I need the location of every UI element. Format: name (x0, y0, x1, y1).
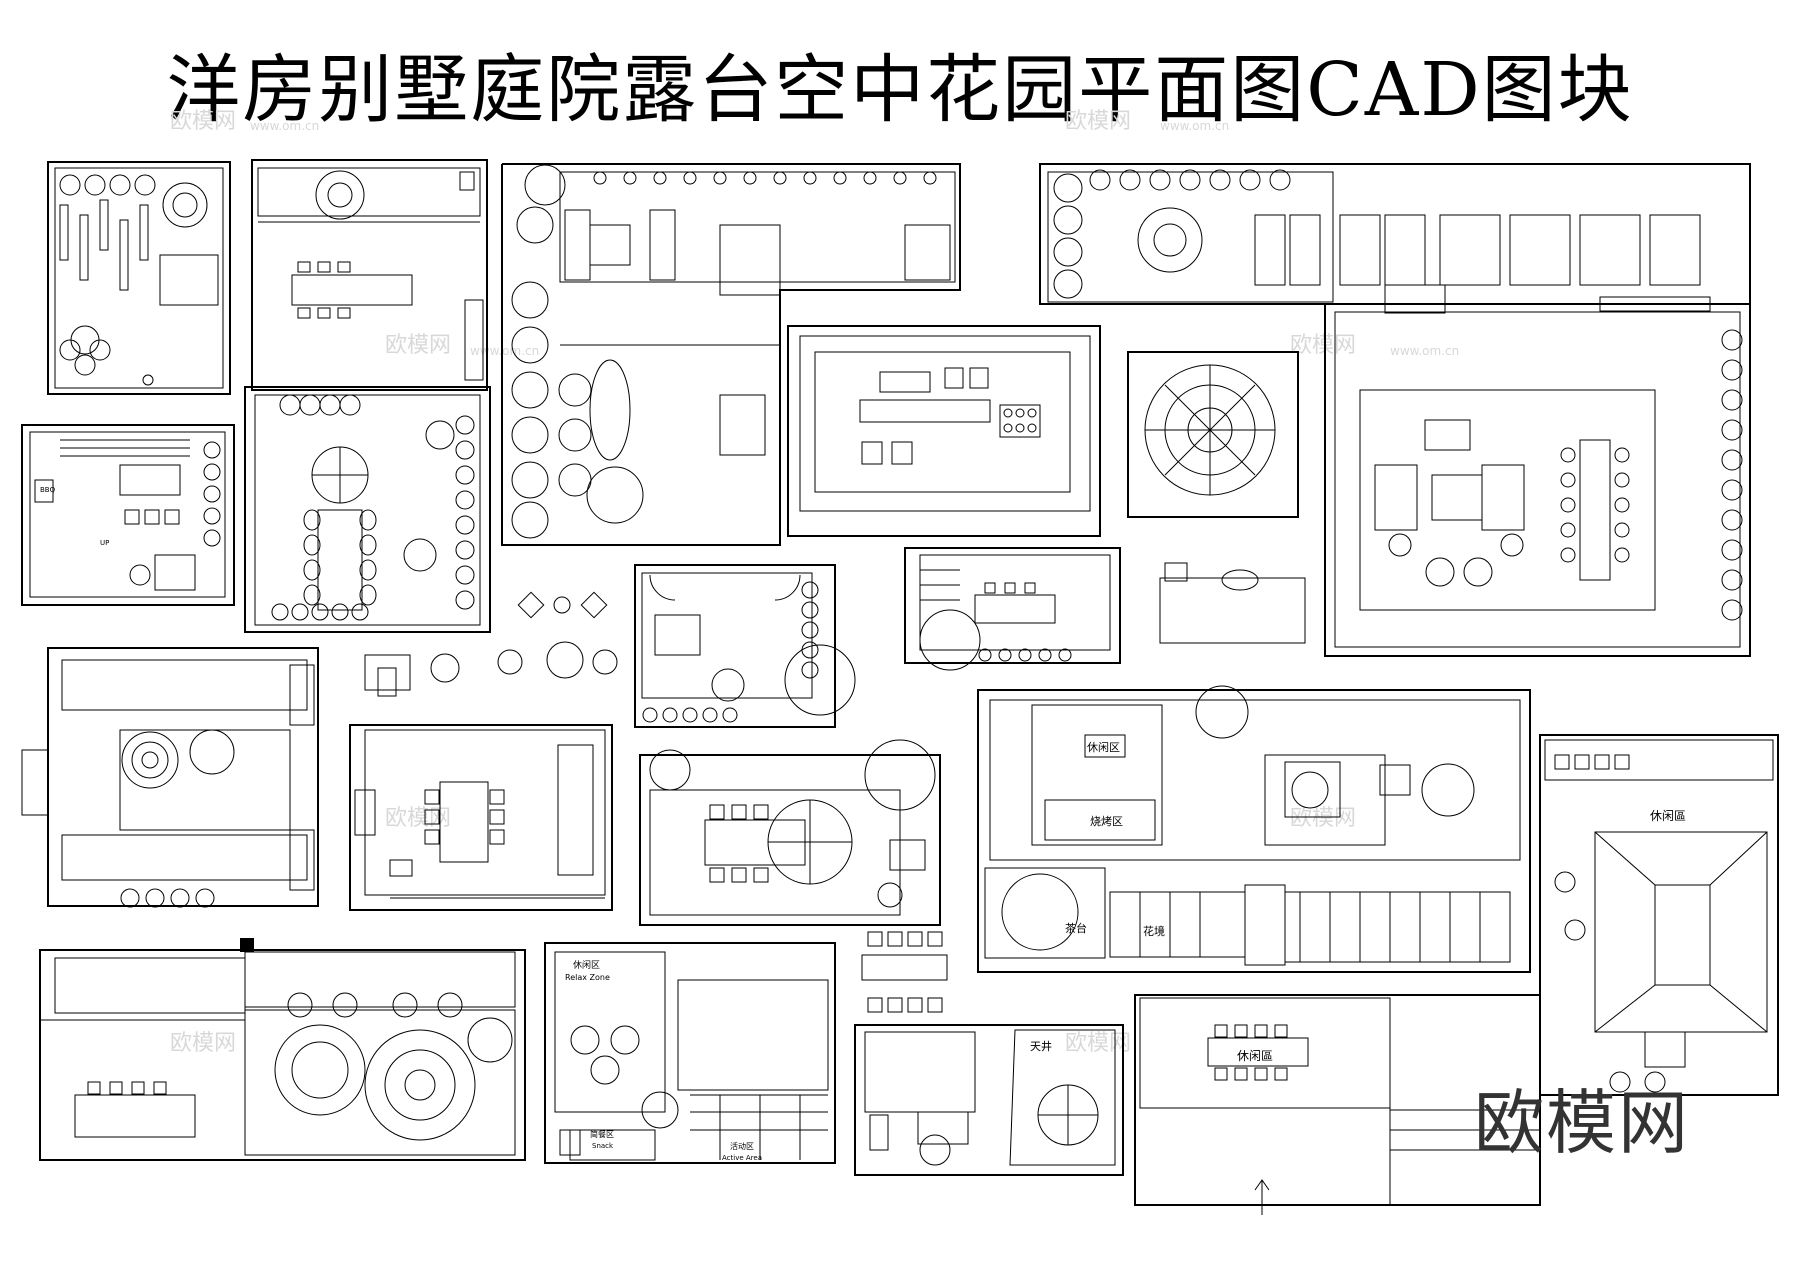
plan-dining-kitchen (349, 724, 613, 911)
tianjing-label: 天井 (1030, 1039, 1052, 1053)
plan-long-table-courtyard (244, 386, 491, 633)
watermark-text: 欧模网 (1290, 333, 1356, 358)
plan-kitchen-island (787, 325, 1101, 537)
xiuxianqu-label-b: 休闲區 (1650, 809, 1686, 823)
plan-right-pavilion-pond: 休闲區 (1539, 734, 1779, 1096)
chatai-label: 茶台 (1065, 921, 1087, 935)
huajing-label: 花境 (1143, 924, 1165, 938)
xiuxianqu-label-a: 休闲区 (1087, 740, 1120, 754)
plan-top-right-terrace (1039, 163, 1751, 314)
plan-top-left-lounge (47, 161, 231, 395)
watermark-text: 欧模网 (1065, 109, 1131, 134)
plan-left-pool-courtyard (21, 647, 319, 908)
plan-small-garden (634, 564, 856, 728)
plan-bottom-left-terrace (39, 938, 526, 1161)
watermark-text: 欧模网 (170, 1031, 236, 1056)
watermark-text: 欧模网 (385, 806, 451, 831)
plan-left-bbq-balcony: BBQ UP (21, 424, 235, 606)
brand-logo: 欧模网 (1474, 1082, 1690, 1164)
plan-bottom-right-deck: 休闲區 (1134, 994, 1541, 1215)
plan-central-courtyard (501, 163, 961, 546)
watermark-url: www.om.cn (470, 344, 539, 358)
relax-zone-en-label: Relax Zone (565, 973, 610, 982)
page-title: 洋房别墅庭院露台空中花园平面图CAD图块 (166, 47, 1634, 133)
up-label: UP (100, 539, 109, 547)
plan-bar-terrace (904, 547, 1306, 671)
xiuxianqu-label-c: 休闲區 (1237, 1049, 1273, 1063)
active-area-en-label: Active Area (722, 1154, 762, 1162)
watermark-text: 欧模网 (1065, 1031, 1131, 1056)
plan-top-dining (251, 159, 488, 391)
watermark-url: www.om.cn (1390, 344, 1459, 358)
plan-middle-bbq-garden: 休闲区 烧烤区 花境 茶台 (977, 685, 1531, 973)
snack-cn-label: 简餐区 (590, 1129, 614, 1139)
watermark-text: 欧模网 (1290, 806, 1356, 831)
relax-zone-cn-label: 休闲区 (573, 959, 600, 971)
bbq-label: BBQ (40, 486, 56, 494)
active-area-cn-label: 活动区 (730, 1141, 754, 1151)
plan-skylight-courtyard: 天井 (854, 1024, 1124, 1176)
watermark-url: www.om.cn (250, 119, 319, 133)
chair-block-row (861, 931, 948, 1013)
loose-furniture-blocks (364, 591, 618, 697)
watermark-text: 欧模网 (170, 109, 236, 134)
plan-umbrella-patio (639, 739, 941, 926)
watermark-url: www.om.cn (1160, 119, 1229, 133)
plan-right-living-room (1324, 303, 1751, 657)
snack-en-label: Snack (592, 1142, 614, 1150)
plan-round-garden (1127, 351, 1299, 518)
plan-relax-zone: 休闲区 Relax Zone 简餐区 Snack 活动区 Active Area (544, 942, 836, 1164)
watermark-text: 欧模网 (385, 333, 451, 358)
watermark-layer: 欧模网 欧模网 欧模网 欧模网 欧模网 欧模网 欧模网 欧模网 www.om.c… (170, 109, 1459, 1056)
shaokaoqu-label: 烧烤区 (1090, 814, 1123, 828)
